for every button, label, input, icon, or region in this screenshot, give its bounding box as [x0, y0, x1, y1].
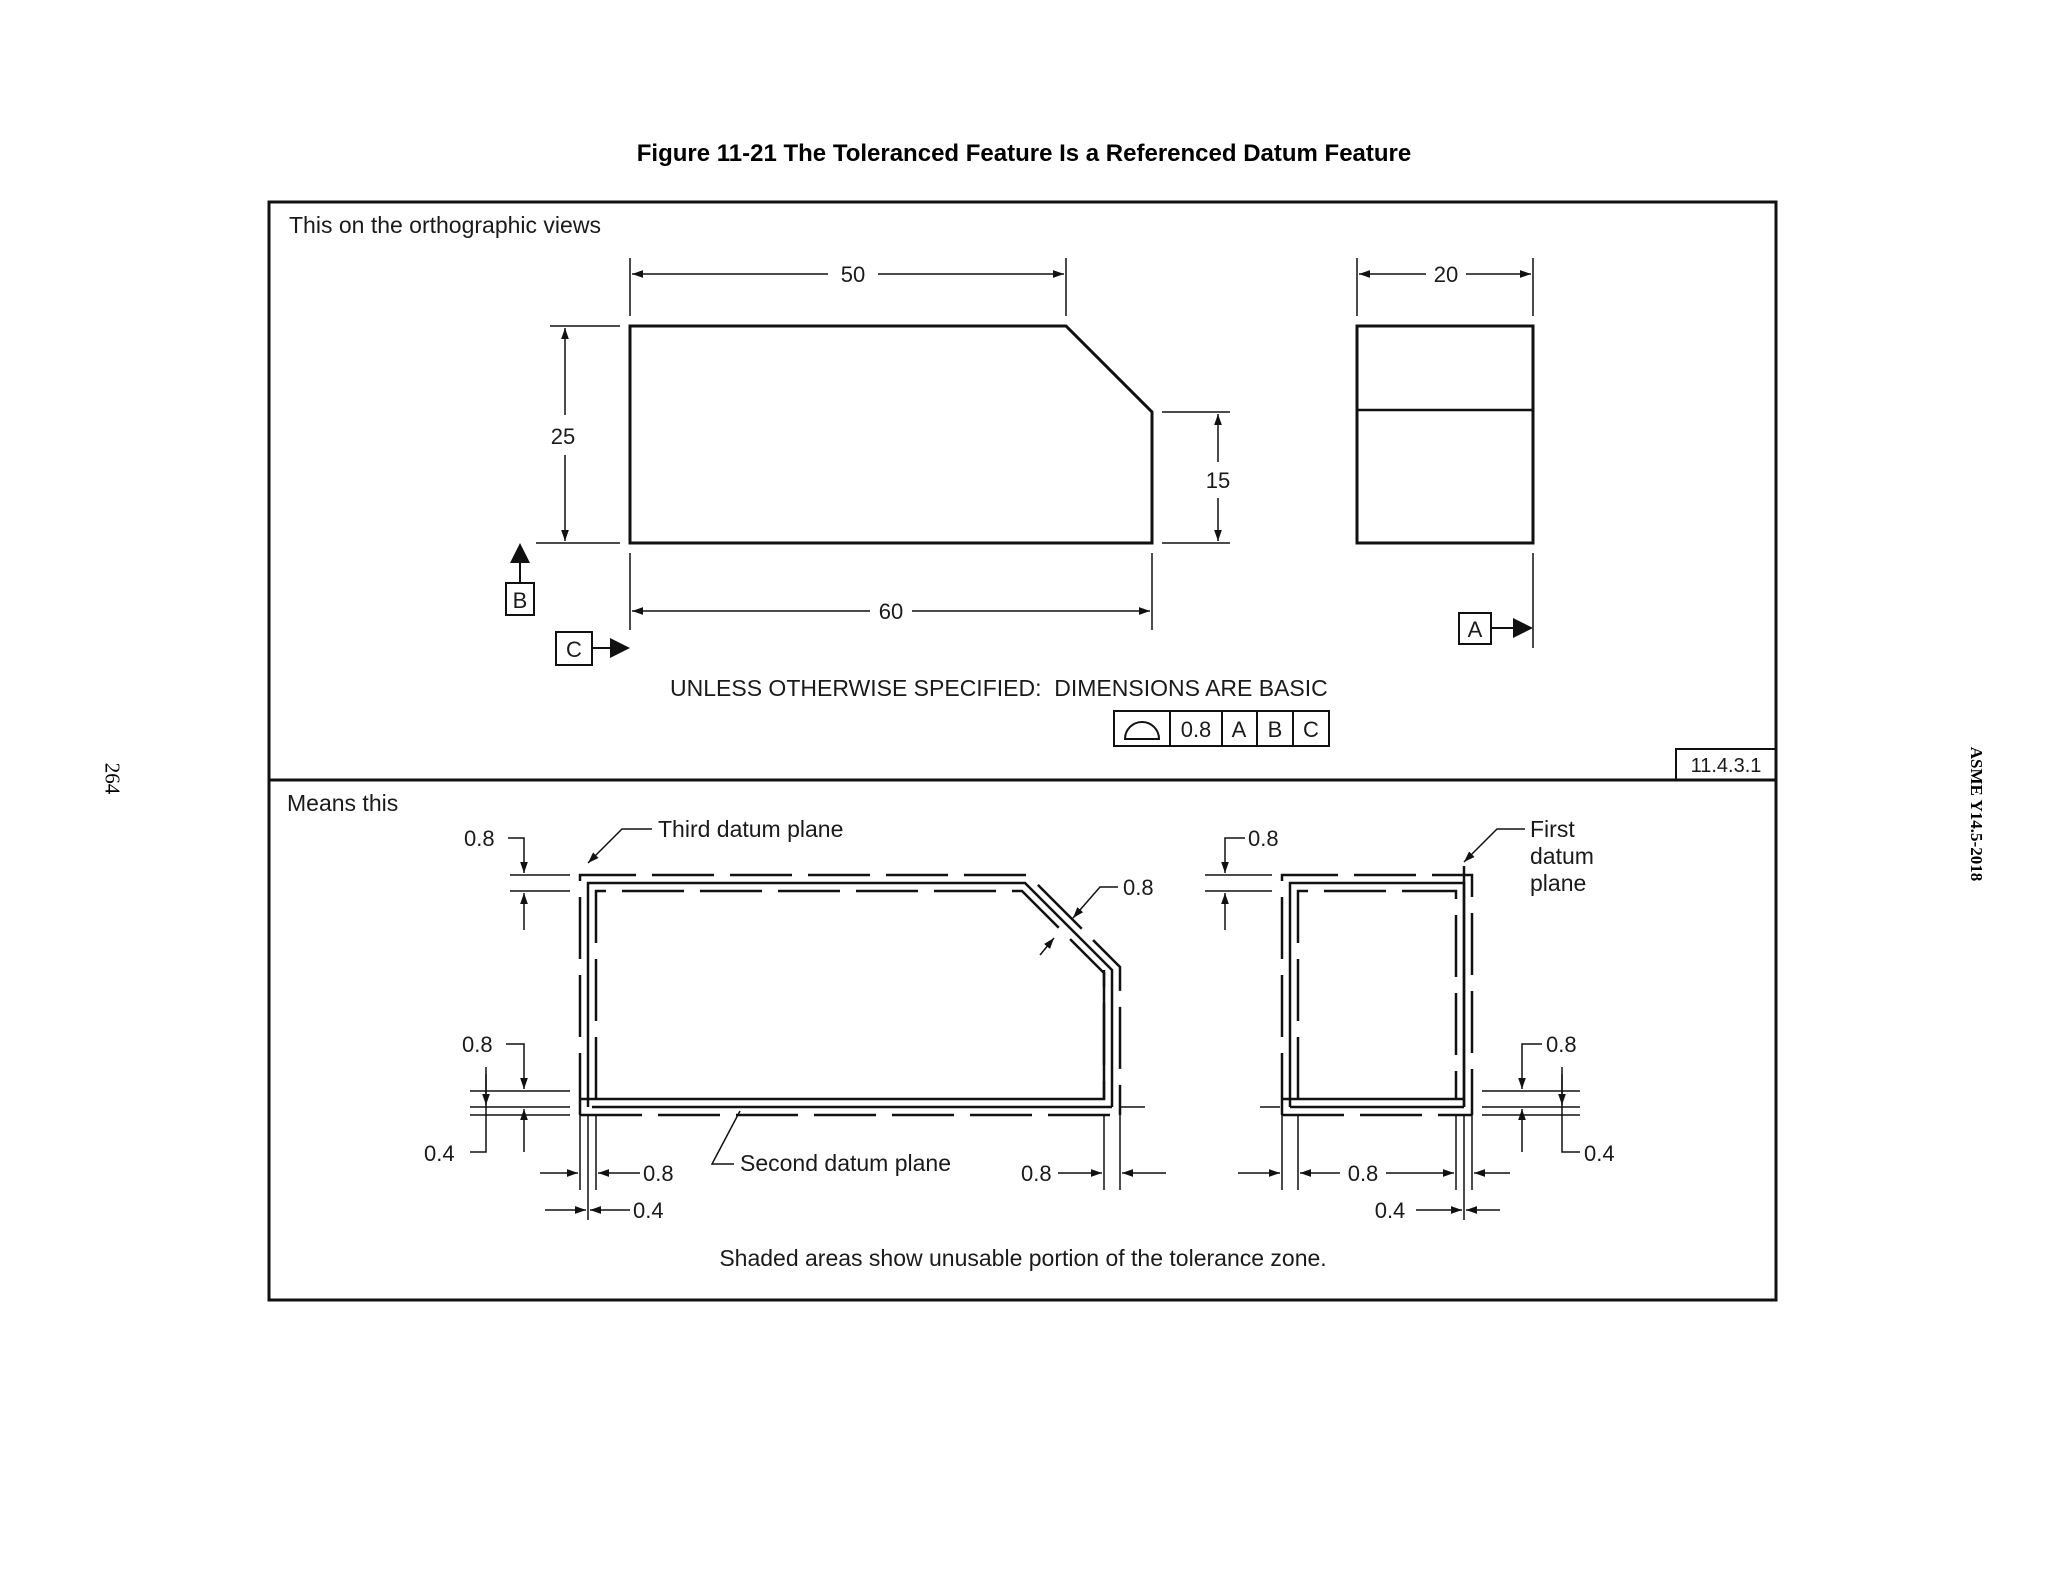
profile-of-a-surface-icon — [1123, 721, 1161, 740]
dimension-25: 25 — [536, 325, 620, 544]
datum-c-symbol: C — [555, 631, 630, 666]
first-datum-plane-label-2: datum — [1530, 843, 1594, 869]
figure-frame — [267, 200, 1778, 1302]
dimension-20: 20 — [1356, 258, 1534, 316]
fcf-datum-c: C — [1303, 717, 1319, 742]
callout-04-right: 0.4 — [1584, 1141, 1615, 1166]
right-callouts: 0.8 First datum plane 0.8 0.4 0.8 0.4 — [1221, 816, 1615, 1223]
basic-dimensions-note: UNLESS OTHERWISE SPECIFIED: DIMENSIONS A… — [670, 675, 1328, 701]
fcf-datum-b: B — [1268, 717, 1283, 742]
fcf-datum-a: A — [1232, 717, 1247, 742]
dim-50-label: 50 — [841, 262, 865, 287]
datum-b-symbol: B — [505, 543, 535, 616]
feature-control-frame: 0.8 A B C — [1113, 710, 1330, 747]
dim-15-label: 15 — [1206, 468, 1230, 493]
bottom-panel-caption: Means this — [287, 790, 398, 816]
figure-title: Figure 11-21 The Toleranced Feature Is a… — [636, 140, 1412, 167]
right-tolerance-zone — [1205, 866, 1580, 1220]
callout-04-bottom-right: 0.4 — [1375, 1198, 1406, 1223]
left-tolerance-zone — [470, 873, 1145, 1220]
left-callouts: 0.8 0.8 0.4 0.8 0.4 0.8 Third datum plan… — [424, 816, 1166, 1223]
dim-20-label: 20 — [1434, 262, 1458, 287]
first-datum-plane-label-3: plane — [1530, 870, 1586, 896]
callout-08-bottom-right-width: 0.8 — [1348, 1161, 1379, 1186]
callout-08-top-right: 0.8 — [1248, 826, 1279, 851]
datum-b-label: B — [513, 588, 528, 613]
datum-c-label: C — [566, 637, 582, 662]
side-view — [1355, 324, 1535, 545]
datum-a-symbol: A — [1458, 553, 1534, 648]
third-datum-plane-label: Third datum plane — [658, 816, 843, 842]
callout-08-mid-right: 0.8 — [1546, 1032, 1577, 1057]
dimension-15: 15 — [1162, 411, 1230, 544]
second-datum-plane-label: Second datum plane — [740, 1150, 951, 1176]
first-datum-plane-label-1: First — [1530, 816, 1575, 842]
callout-04-left: 0.4 — [424, 1141, 455, 1166]
callout-08-chamfer: 0.8 — [1123, 875, 1154, 900]
callout-08-top-left: 0.8 — [464, 826, 495, 851]
dim-25-label: 25 — [551, 424, 575, 449]
dimension-60: 60 — [629, 553, 1153, 630]
dimension-50: 50 — [629, 258, 1067, 316]
fcf-tolerance: 0.8 — [1181, 717, 1212, 742]
callout-04-bottom-left: 0.4 — [633, 1198, 664, 1223]
callout-08-bottom-mid: 0.8 — [1021, 1161, 1052, 1186]
paragraph-reference: 11.4.3.1 — [1691, 755, 1762, 777]
front-view — [628, 324, 1154, 545]
callout-08-mid-left: 0.8 — [462, 1032, 493, 1057]
dim-60-label: 60 — [879, 599, 903, 624]
shaded-areas-note: Shaded areas show unusable portion of th… — [719, 1245, 1326, 1271]
paragraph-reference-box: 11.4.3.1 — [1675, 748, 1777, 781]
callout-08-bottom-left: 0.8 — [643, 1161, 674, 1186]
datum-a-label: A — [1468, 617, 1483, 642]
top-panel-caption: This on the orthographic views — [289, 212, 601, 238]
